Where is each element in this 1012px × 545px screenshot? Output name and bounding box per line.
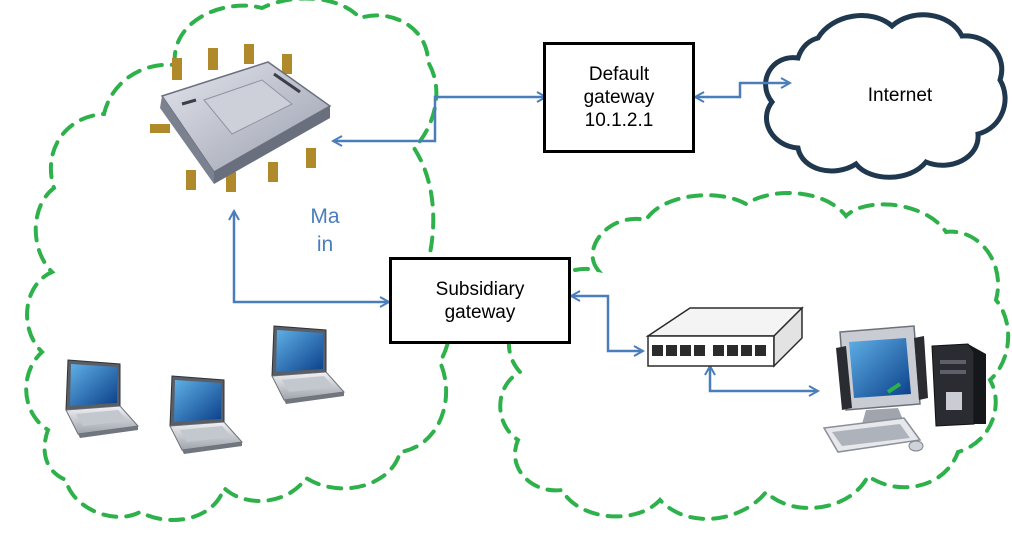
connector-switch-to-desktop: [710, 366, 818, 391]
main-label-line1: Ma: [310, 205, 340, 228]
main-network-cloud: [24, 0, 453, 522]
default-gateway-line1: Default: [588, 64, 650, 85]
subsidiary-gateway-box: Subsidiary gateway: [389, 257, 571, 344]
subsidiary-gateway-line2: gateway: [444, 301, 516, 323]
laptop-3: [271, 325, 345, 405]
laptop-2: [169, 375, 243, 455]
default-gateway-address: 10.1.2.1: [584, 110, 654, 131]
connector-ap-to-subsidiary-gateway: [234, 211, 389, 302]
connector-subsidiary-gateway-to-switch: [571, 296, 643, 351]
laptop-1: [65, 359, 139, 439]
main-label-line2: in: [316, 233, 334, 256]
desktop-computer: [822, 325, 986, 453]
access-point-device: [150, 44, 332, 192]
connector-default-gateway-to-internet: [695, 83, 790, 97]
main-network-label: Ma in: [300, 203, 350, 259]
default-gateway-line2: gateway: [583, 87, 655, 108]
subsidiary-gateway-line1: Subsidiary: [435, 278, 525, 300]
connector-ap-to-default-gateway: [333, 97, 546, 141]
branch-network-cloud: [498, 191, 1010, 521]
default-gateway-box: Default gateway 10.1.2.1: [543, 42, 695, 153]
network-switch: [645, 306, 804, 368]
internet-label: Internet: [867, 85, 933, 106]
